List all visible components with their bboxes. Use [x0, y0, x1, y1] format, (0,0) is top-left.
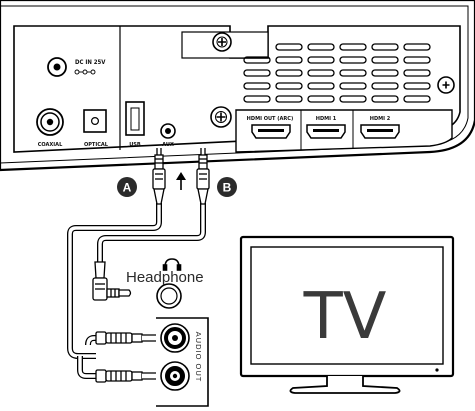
headphone-jack — [156, 283, 182, 309]
hdmi2-label: HDMI 2 — [370, 116, 391, 122]
up-arrow-icon — [176, 172, 186, 190]
headphone-label: Headphone — [126, 269, 204, 286]
aux-plug-a — [152, 148, 166, 205]
hdmi-out-port: HDMI OUT (ARC) — [247, 116, 294, 139]
rca-plug-lower — [95, 369, 159, 383]
screw-icon — [210, 106, 232, 128]
callout-a: A — [117, 177, 137, 197]
cable-wires — [67, 203, 206, 379]
dc-in-port: DC IN 25V — [47, 57, 106, 77]
usb-label: USB — [129, 142, 141, 148]
aux-port: AUX — [160, 123, 176, 148]
callout-b: B — [217, 177, 237, 197]
aux-plug-b — [196, 148, 210, 205]
hdmi1-label: HDMI 1 — [316, 116, 337, 122]
screw-icon — [437, 76, 455, 94]
dc-in-label: DC IN 25V — [75, 59, 106, 66]
rca-jack-lower — [160, 361, 190, 391]
callout-b-label: B — [223, 181, 232, 195]
vent-grille — [243, 43, 431, 103]
hdmi2-port: HDMI 2 — [360, 116, 400, 139]
headphone-plug — [92, 261, 132, 301]
aux-label: AUX — [162, 142, 174, 148]
device-rear-panel: DC IN 25V COAXIAL OPTICAL — [0, 0, 475, 172]
optical-label: OPTICAL — [84, 142, 109, 148]
rca-plug-upper — [95, 331, 159, 345]
optical-port: OPTICAL — [83, 109, 109, 148]
coaxial-label: COAXIAL — [38, 142, 63, 148]
usb-port: USB — [125, 101, 145, 148]
tv: TV — [239, 235, 455, 394]
screw-icon — [212, 32, 232, 52]
hdmi-out-label: HDMI OUT (ARC) — [247, 116, 294, 122]
coaxial-port: COAXIAL — [36, 108, 64, 148]
audio-out-label: AUDIO OUT — [194, 332, 203, 383]
audio-out-panel: AUDIO OUT — [156, 317, 209, 407]
hdmi1-port: HDMI 1 — [306, 116, 346, 139]
headphone-icon — [162, 258, 182, 271]
rca-jack-upper — [160, 323, 190, 353]
callout-a-label: A — [123, 181, 132, 195]
tv-label: TV — [303, 280, 387, 354]
